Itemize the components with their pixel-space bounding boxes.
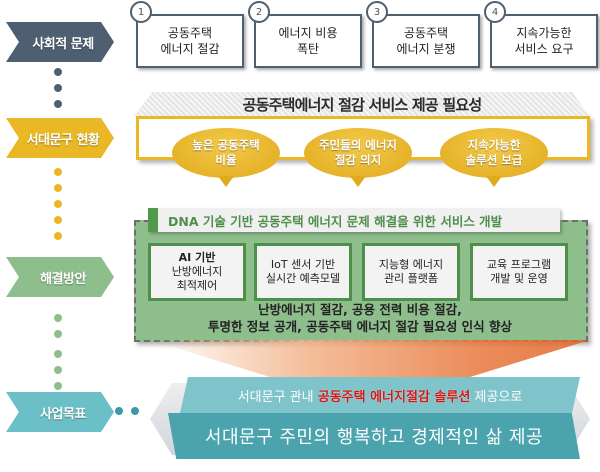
solution-text: 난방에너지 xyxy=(171,265,223,278)
dot-icon xyxy=(131,407,139,415)
dot-icon xyxy=(54,200,62,208)
number-badge: 1 xyxy=(130,1,152,23)
dot-icon xyxy=(54,184,62,192)
dot-icon xyxy=(54,100,62,108)
problem-text: 공동주택 xyxy=(403,26,449,40)
row-label-text: 사업목표 xyxy=(40,406,86,422)
bubble-text: 주민들의 에너지 xyxy=(318,138,398,152)
bubble-text: 지속가능한 xyxy=(467,138,521,152)
dot-icon xyxy=(54,168,62,176)
row-label-text: 사회적 문제 xyxy=(32,36,94,52)
goal-statement-bottom: 서대문구 주민의 행복하고 경제적인 삶 제공 xyxy=(168,413,580,459)
number-badge: 3 xyxy=(366,1,388,23)
dot-icon xyxy=(54,314,62,322)
row-label-text: 서대문구 현황 xyxy=(26,132,100,148)
status-bubble: 높은 공동주택 비율 xyxy=(172,128,280,187)
problem-card: 에너지 비용 폭탄 xyxy=(254,14,362,68)
row-label-text: 해결방안 xyxy=(40,271,86,287)
row-label-solution: 해결방안 xyxy=(6,257,114,297)
problem-text: 지속가능한 xyxy=(516,26,572,40)
problem-card: 공동주택 에너지 분쟁 xyxy=(372,14,480,68)
summary-text: 투명한 정보 공개, 공동주택 에너지 절감 필요성 인식 향상 xyxy=(207,319,513,334)
solution-text: 교육 프로그램 xyxy=(486,258,552,271)
dot-icon xyxy=(54,366,62,374)
dot-icon xyxy=(54,216,62,224)
solution-text: 개발 및 운영 xyxy=(490,272,548,285)
problem-text: 에너지 분쟁 xyxy=(396,42,456,56)
goal-highlight: 공동주택 에너지절감 솔루션 xyxy=(317,389,471,405)
summary-text: 난방에너지 절감, 공용 전력 비용 절감, xyxy=(258,302,462,317)
number-badge: 4 xyxy=(484,1,506,23)
problem-card: 지속가능한 서비스 요구 xyxy=(490,14,598,68)
goal-text: 서대문구 관내 xyxy=(237,389,318,405)
number-badge: 2 xyxy=(248,1,270,23)
bubble-text: 절감 의지 xyxy=(334,153,382,167)
row-label-seodaemun-status: 서대문구 현황 xyxy=(6,118,114,158)
solution-text: 실시간 예측모델 xyxy=(265,272,341,285)
solution-text: IoT 센서 기반 xyxy=(270,258,336,271)
problem-card: 공동주택 에너지 절감 xyxy=(136,14,244,68)
solution-card: IoT 센서 기반 실시간 예측모델 xyxy=(254,243,352,301)
solution-summary: 난방에너지 절감, 공용 전력 비용 절감, 투명한 정보 공개, 공동주택 에… xyxy=(136,301,584,335)
problem-text: 에너지 비용 xyxy=(278,26,338,40)
status-title: 공동주택에너지 절감 서비스 제공 필요성 xyxy=(134,92,590,116)
solution-text: 지능형 에너지 xyxy=(378,258,444,271)
dot-icon xyxy=(54,68,62,76)
dot-icon xyxy=(115,407,123,415)
solution-title: DNA 기술 기반 공동주택 에너지 문제 해결을 위한 서비스 개발 xyxy=(148,208,560,232)
problem-text: 에너지 절감 xyxy=(160,42,220,56)
funnel-arrow-icon xyxy=(150,340,590,378)
bubble-text: 높은 공동주택 xyxy=(192,138,260,152)
solution-card: AI 기반 난방에너지 최적제어 xyxy=(148,243,246,301)
solution-text: 최적제어 xyxy=(176,279,218,292)
goal-statement-top: 서대문구 관내 공동주택 에너지절감 솔루션 제공으로 xyxy=(180,377,580,413)
dot-icon xyxy=(54,350,62,358)
dot-icon xyxy=(54,232,62,240)
dot-icon xyxy=(54,84,62,92)
goal-text: 제공으로 xyxy=(470,389,523,405)
dot-icon xyxy=(54,382,62,390)
dot-icon xyxy=(54,330,62,338)
solution-card: 지능형 에너지 관리 플랫폼 xyxy=(362,243,460,301)
row-label-social-problem: 사회적 문제 xyxy=(6,22,114,62)
solution-text: AI 기반 xyxy=(178,251,216,264)
problem-text: 공동주택 xyxy=(167,26,213,40)
solution-text: 관리 플랫폼 xyxy=(383,272,439,285)
row-label-business-goal: 사업목표 xyxy=(6,392,114,432)
problem-text: 폭탄 xyxy=(296,42,320,56)
solution-card: 교육 프로그램 개발 및 운영 xyxy=(470,243,568,301)
problem-text: 서비스 요구 xyxy=(514,42,574,56)
bubble-text: 솔루션 보급 xyxy=(465,153,523,167)
status-bubble: 지속가능한 솔루션 보급 xyxy=(440,128,548,187)
status-bubble: 주민들의 에너지 절감 의지 xyxy=(304,128,412,187)
bubble-text: 비율 xyxy=(215,153,237,167)
